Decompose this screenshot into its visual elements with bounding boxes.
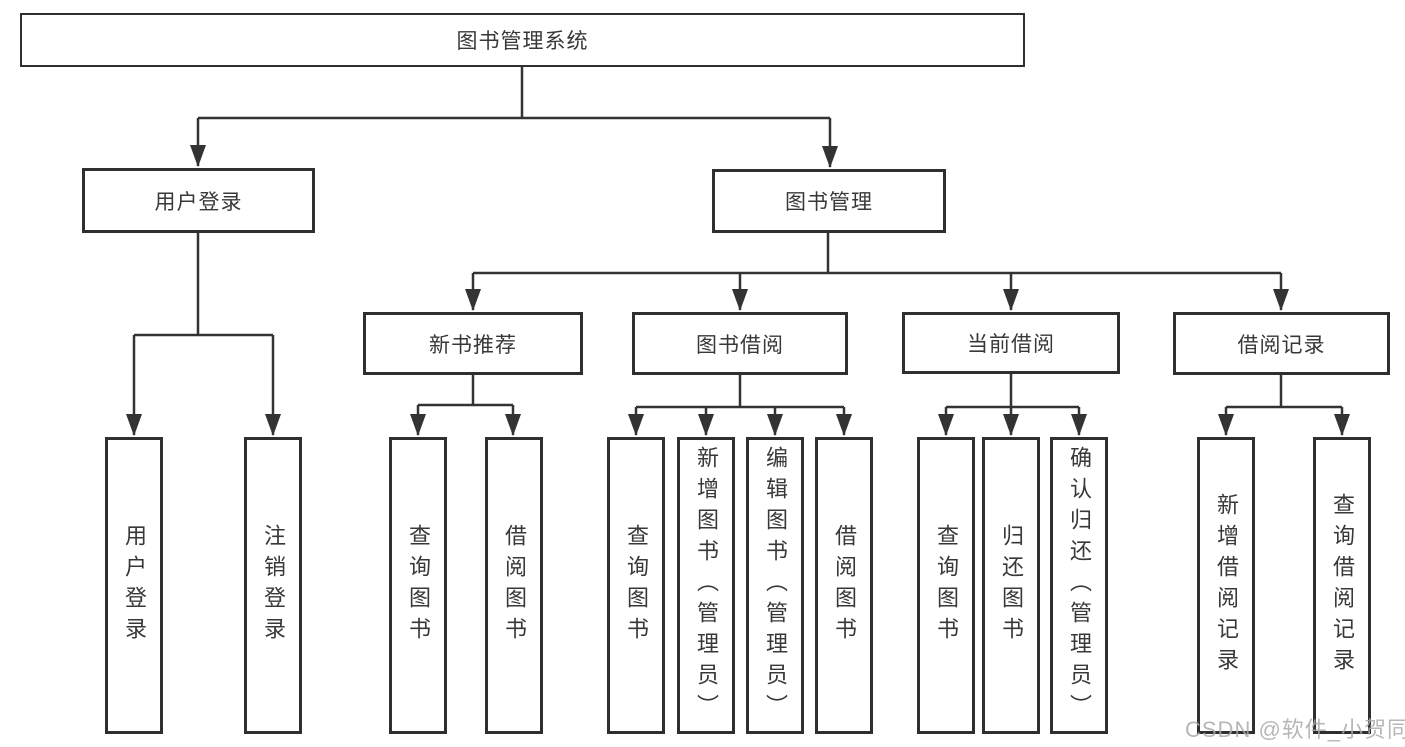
node-book-borrowing: 图书借阅: [632, 312, 848, 375]
node-new-book-recommendation: 新书推荐: [363, 312, 583, 375]
leaf-confirm-return-admin: 确认归还（管理员）: [1050, 437, 1108, 734]
watermark: CSDN @软件_小贺同学: [1185, 717, 1405, 742]
node-borrowing-records: 借阅记录: [1173, 312, 1390, 375]
leaf-return-books: 归还图书: [982, 437, 1040, 734]
leaf-borrow-books: 借阅图书: [815, 437, 873, 734]
leaf-user-login: 用户登录: [105, 437, 163, 734]
node-user-login: 用户登录: [82, 168, 315, 233]
node-current-borrowing: 当前借阅: [902, 312, 1120, 374]
leaf-query-books-recommendation: 查询图书: [389, 437, 447, 734]
leaf-query-books-borrowing: 查询图书: [607, 437, 665, 734]
leaf-add-book-admin: 新增图书（管理员）: [677, 437, 735, 734]
leaf-edit-book-admin: 编辑图书（管理员）: [746, 437, 804, 734]
leaf-borrow-books-recommendation: 借阅图书: [485, 437, 543, 734]
node-library-management-system: 图书管理系统: [20, 13, 1025, 67]
leaf-query-borrow-record: 查询借阅记录: [1313, 437, 1371, 734]
node-book-management: 图书管理: [712, 169, 946, 233]
leaf-logout: 注销登录: [244, 437, 302, 734]
leaf-query-books-current: 查询图书: [917, 437, 975, 734]
leaf-add-borrow-record: 新增借阅记录: [1197, 437, 1255, 734]
